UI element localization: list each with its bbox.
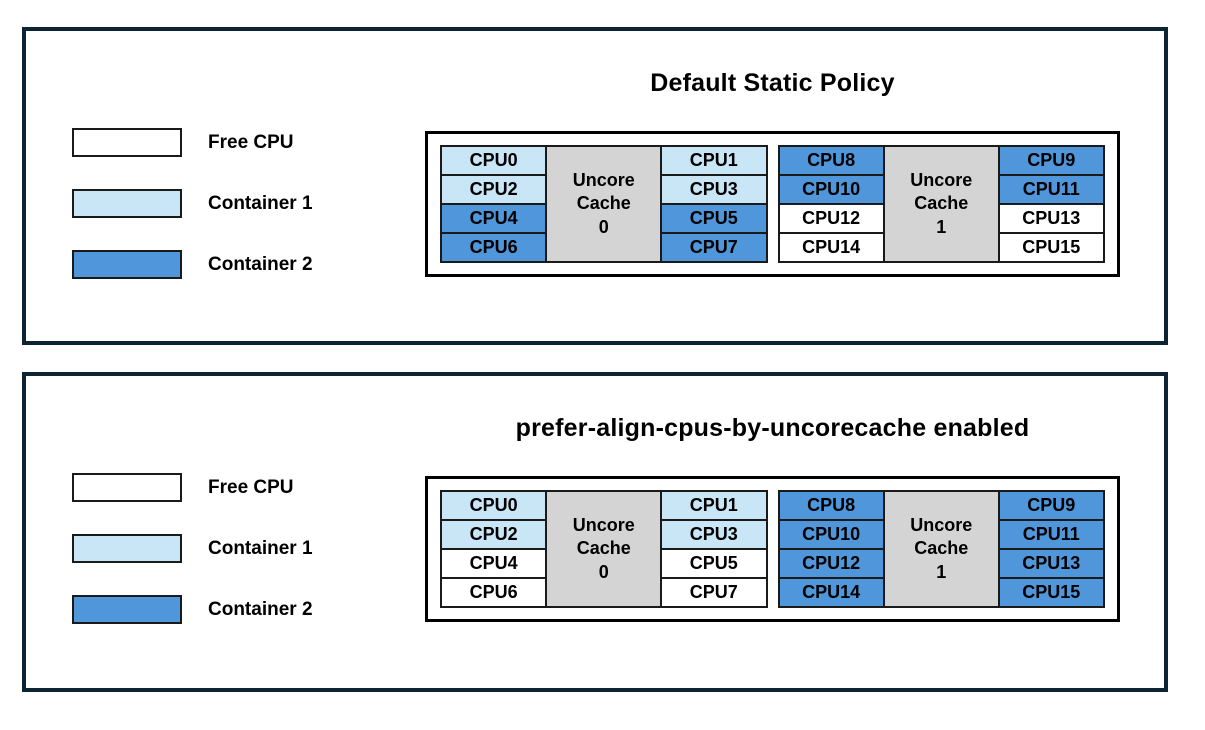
cpu-cell-cpu14: CPU14 [777,232,885,263]
cpu-cell-cpu0: CPU0 [440,490,548,521]
container-2-swatch [72,595,182,624]
cpu-cell-cpu11: CPU11 [997,519,1105,550]
cpu-column-right: CPU1 CPU3 CPU5 CPU7 [660,490,768,608]
cpu-cell-cpu11: CPU11 [997,174,1105,205]
legend-item-free-cpu: Free CPU [72,473,313,502]
cpu-cell-cpu13: CPU13 [997,203,1105,234]
cpu-cell-cpu0: CPU0 [440,145,548,176]
legend: Free CPU Container 1 Container 2 [72,128,313,311]
uncore-label-line: Uncore [910,514,973,535]
uncore-label-line: Uncore [572,514,635,535]
cpu-cell-cpu12: CPU12 [777,203,885,234]
legend-label: Container 2 [208,598,313,620]
cpu-cell-cpu10: CPU10 [777,519,885,550]
legend-item-container-1: Container 1 [72,189,313,218]
free-cpu-swatch [72,128,182,157]
uncore-cache-0-group: CPU0 CPU2 CPU4 CPU6 Uncore Cache 0 CPU1 … [440,490,768,608]
container-1-swatch [72,534,182,563]
cpu-cell-cpu6: CPU6 [440,577,548,608]
uncore-cache-0-block: Uncore Cache 0 [545,490,663,608]
uncore-label-line: Cache [576,193,631,214]
cpu-cell-cpu12: CPU12 [777,548,885,579]
cpu-cell-cpu7: CPU7 [660,577,768,608]
cpu-cell-cpu1: CPU1 [660,145,768,176]
cpu-cell-cpu8: CPU8 [777,145,885,176]
panel-title: Default Static Policy [650,69,895,97]
uncore-label-line: 1 [936,561,947,582]
container-2-swatch [72,250,182,279]
uncore-cache-0-block: Uncore Cache 0 [545,145,663,263]
cpu-cell-cpu9: CPU9 [997,145,1105,176]
legend-item-container-2: Container 2 [72,250,313,279]
uncore-label-line: Cache [576,538,631,559]
cpu-column-right: CPU9 CPU11 CPU13 CPU15 [997,490,1105,608]
cpu-cell-cpu8: CPU8 [777,490,885,521]
cpu-cell-cpu3: CPU3 [660,519,768,550]
cpu-cell-cpu5: CPU5 [660,548,768,579]
cpu-topology-diagram: CPU0 CPU2 CPU4 CPU6 Uncore Cache 0 CPU1 … [425,131,1120,277]
uncore-label-line: Uncore [910,169,973,190]
uncore-label-line: Cache [914,538,969,559]
cpu-cell-cpu2: CPU2 [440,519,548,550]
cpu-cell-cpu13: CPU13 [997,548,1105,579]
cpu-cell-cpu15: CPU15 [997,577,1105,608]
uncore-cache-1-group: CPU8 CPU10 CPU12 CPU14 Uncore Cache 1 CP… [777,145,1105,263]
cpu-cell-cpu7: CPU7 [660,232,768,263]
cpu-column-right: CPU9 CPU11 CPU13 CPU15 [997,145,1105,263]
cpu-column-left: CPU0 CPU2 CPU4 CPU6 [440,145,548,263]
uncore-label-line: 0 [598,561,609,582]
uncore-cache-0-group: CPU0 CPU2 CPU4 CPU6 Uncore Cache 0 CPU1 … [440,145,768,263]
cpu-topology-diagram: CPU0 CPU2 CPU4 CPU6 Uncore Cache 0 CPU1 … [425,476,1120,622]
uncore-cache-1-block: Uncore Cache 1 [882,145,1000,263]
cpu-cell-cpu15: CPU15 [997,232,1105,263]
uncorecache-enabled-panel: prefer-align-cpus-by-uncorecache enabled… [22,372,1168,692]
legend-label: Free CPU [208,131,294,153]
legend-label: Container 2 [208,253,313,275]
panel-title: prefer-align-cpus-by-uncorecache enabled [515,414,1030,442]
uncore-label-line: 0 [598,216,609,237]
container-1-swatch [72,189,182,218]
legend-label: Free CPU [208,476,294,498]
cpu-cell-cpu4: CPU4 [440,203,548,234]
cpu-cell-cpu10: CPU10 [777,174,885,205]
cpu-column-left: CPU8 CPU10 CPU12 CPU14 [777,145,885,263]
legend-item-free-cpu: Free CPU [72,128,313,157]
cpu-cell-cpu3: CPU3 [660,174,768,205]
cpu-cell-cpu9: CPU9 [997,490,1105,521]
legend-label: Container 1 [208,192,313,214]
cpu-cell-cpu14: CPU14 [777,577,885,608]
uncore-label-line: 1 [936,216,947,237]
legend-item-container-2: Container 2 [72,595,313,624]
cpu-cell-cpu6: CPU6 [440,232,548,263]
cpu-column-left: CPU8 CPU10 CPU12 CPU14 [777,490,885,608]
legend-label: Container 1 [208,537,313,559]
free-cpu-swatch [72,473,182,502]
legend-item-container-1: Container 1 [72,534,313,563]
uncore-label-line: Cache [914,193,969,214]
cpu-column-left: CPU0 CPU2 CPU4 CPU6 [440,490,548,608]
cpu-cell-cpu4: CPU4 [440,548,548,579]
uncore-label-line: Uncore [572,169,635,190]
uncore-cache-1-block: Uncore Cache 1 [882,490,1000,608]
cpu-column-right: CPU1 CPU3 CPU5 CPU7 [660,145,768,263]
cpu-cell-cpu2: CPU2 [440,174,548,205]
cpu-cell-cpu5: CPU5 [660,203,768,234]
cpu-cell-cpu1: CPU1 [660,490,768,521]
uncore-cache-1-group: CPU8 CPU10 CPU12 CPU14 Uncore Cache 1 CP… [777,490,1105,608]
legend: Free CPU Container 1 Container 2 [72,473,313,656]
default-static-policy-panel: Default Static Policy Free CPU Container… [22,27,1168,345]
